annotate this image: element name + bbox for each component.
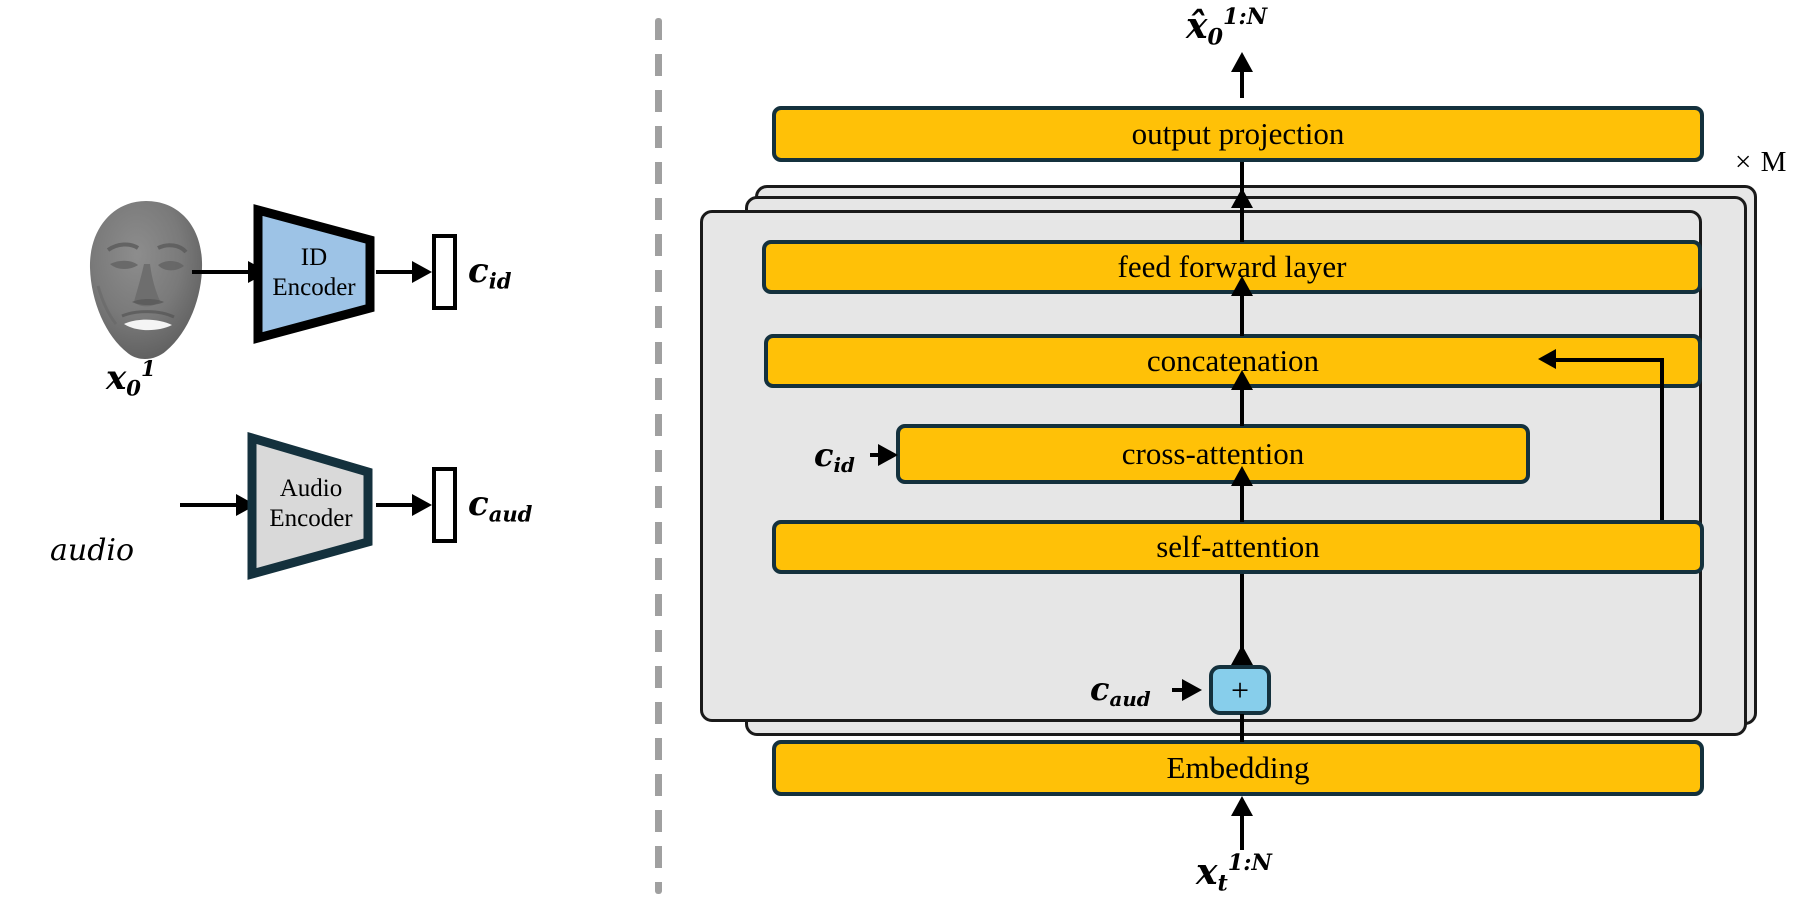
block-output-projection[interactable]: output projection — [772, 106, 1704, 162]
arrow-embedding-to-add-line — [1240, 714, 1244, 742]
residual-vertical-segment — [1660, 360, 1664, 539]
arrow-id-encoder-to-cid-head — [412, 261, 432, 283]
arrow-audio-encoder-to-caud-head — [412, 494, 432, 516]
id-encoder-shape — [252, 204, 376, 344]
arrow-id-encoder-to-cid-line — [376, 270, 420, 274]
arrow-cid-to-cross-attn-head — [878, 444, 898, 466]
repeat-count-label: × M — [1735, 146, 1788, 178]
arrow-input-to-embedding-line — [1240, 816, 1244, 850]
residual-arrow-head — [1538, 349, 1556, 369]
arrow-add-to-self-attn-line — [1240, 574, 1244, 614]
arrow-ffn-out-line — [1240, 206, 1244, 242]
arrow-audio-encoder-to-caud-line — [376, 503, 420, 507]
model-output-label: x̂01:N — [1186, 4, 1268, 51]
cross-attention-condition-label: cid — [814, 436, 855, 477]
arrow-concat-to-ffn-head — [1231, 276, 1253, 296]
arrow-ffn-to-output-projection-line — [1240, 162, 1244, 204]
panel-divider — [655, 18, 662, 894]
cid-label: cid — [468, 251, 512, 294]
arrow-cross-attn-to-concat-head — [1231, 370, 1253, 390]
block-self-attention[interactable]: self-attention — [772, 520, 1704, 574]
cid-feature-bar — [432, 234, 457, 310]
arrow-ffn-out-head — [1231, 188, 1253, 208]
caud-feature-bar — [432, 467, 457, 543]
audio-encoder-label: Audio Encoder — [269, 475, 353, 532]
id-input-label: x01 — [106, 356, 156, 401]
audio-input-label: audio — [50, 533, 135, 568]
arrow-self-attn-to-cross-attn-head — [1231, 466, 1253, 486]
arrow-caud-to-add-head — [1182, 679, 1202, 701]
id-encoder-label: ID Encoder — [272, 244, 356, 301]
block-cross-attention[interactable]: cross-attention — [896, 424, 1530, 484]
add-node-condition-label: caud — [1090, 670, 1151, 711]
model-input-label: xt1:N — [1196, 850, 1272, 897]
arrow-cross-attn-to-concat-line — [1240, 388, 1244, 426]
arrow-input-to-embedding-head — [1231, 796, 1253, 816]
arrow-add-up-line — [1240, 610, 1244, 650]
block-embedding[interactable]: Embedding — [772, 740, 1704, 796]
face-mesh-image — [78, 198, 214, 366]
arrow-self-attn-to-cross-attn-line — [1240, 484, 1244, 522]
arrow-concat-to-ffn-line — [1240, 294, 1244, 336]
arrow-face-to-id-encoder-line — [192, 270, 254, 274]
audio-encoder-shape — [246, 432, 376, 580]
arrow-audio-to-encoder-line — [180, 503, 242, 507]
arrow-to-output-head — [1231, 52, 1253, 72]
residual-top-segment — [1555, 358, 1664, 362]
arrow-add-to-self-attn-head — [1231, 645, 1253, 665]
add-node[interactable]: + — [1209, 665, 1271, 715]
arrow-to-output-line — [1240, 70, 1244, 98]
caud-label: caud — [468, 484, 533, 527]
audio-waveform — [8, 478, 168, 558]
